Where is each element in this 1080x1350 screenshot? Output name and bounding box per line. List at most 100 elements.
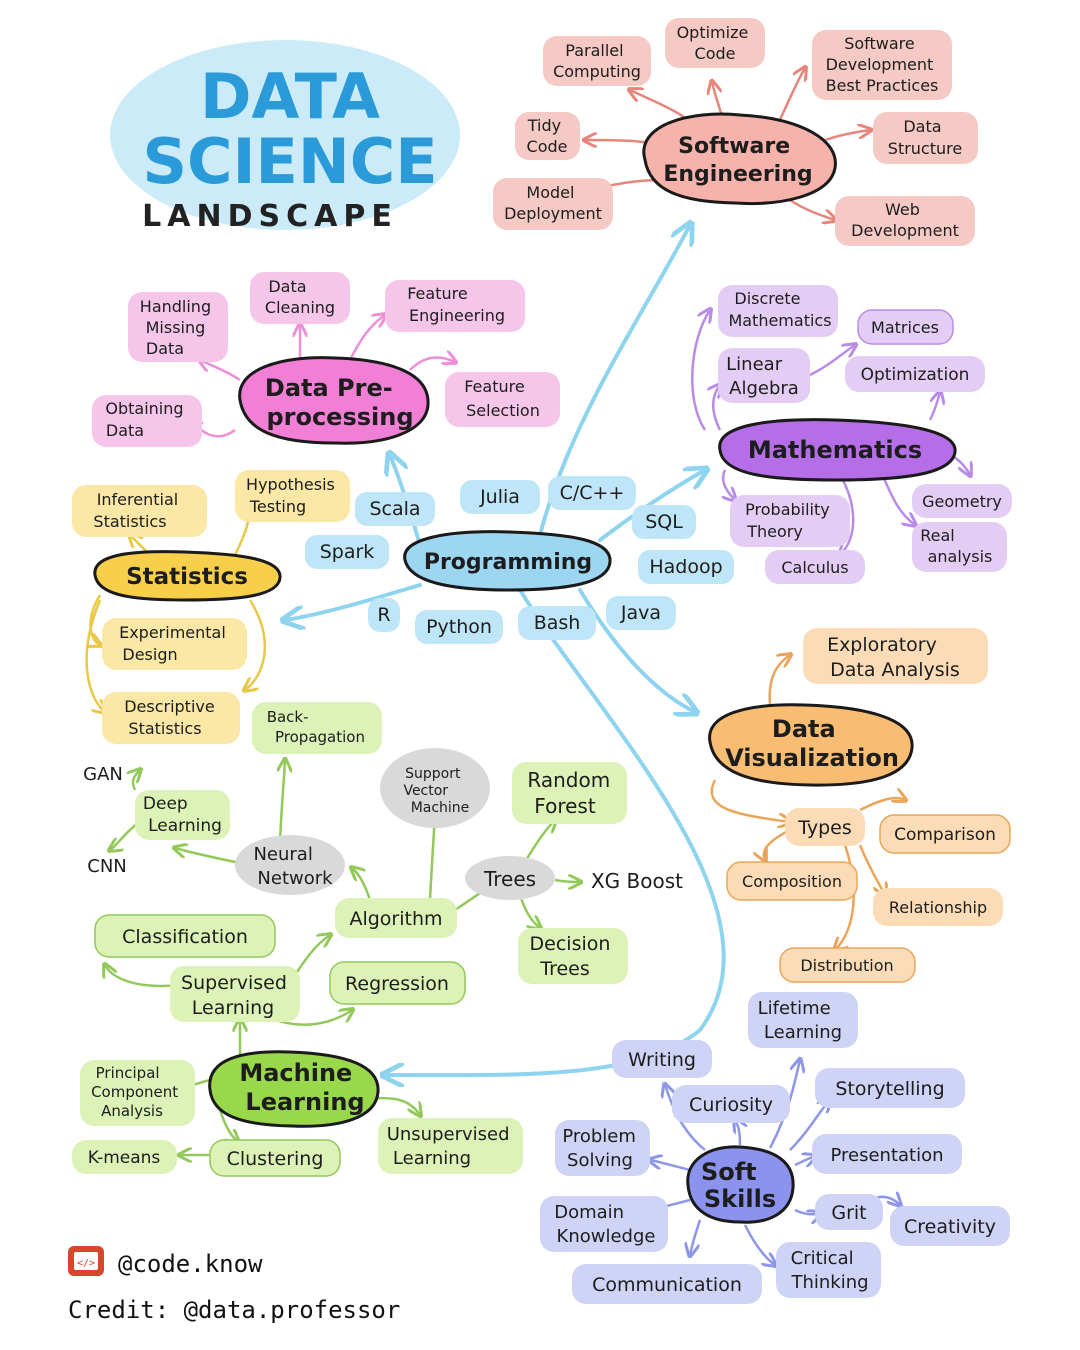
math-hub-shape[interactable] xyxy=(718,418,957,482)
neural-l1: Neural xyxy=(253,844,312,865)
node-decision-trees[interactable]: Decision Trees xyxy=(530,933,617,980)
node-cnn[interactable]: CNN xyxy=(87,856,127,877)
node-probability-theory[interactable]: Probability Theory xyxy=(745,500,835,541)
node-scala[interactable]: Scala xyxy=(369,498,420,520)
node-comparison[interactable]: Comparison xyxy=(894,825,996,845)
node-domain-knowledge[interactable]: Domain Knowledge xyxy=(554,1202,655,1247)
node-obtaining-data[interactable]: Obtaining Data xyxy=(105,399,188,440)
node-supervised-learning[interactable]: Supervised Learning xyxy=(181,972,293,1019)
handle-text[interactable]: @code.know xyxy=(118,1250,263,1278)
node-web-development[interactable]: Web Development xyxy=(851,200,959,240)
node-optimization[interactable]: Optimization xyxy=(861,365,970,385)
cleaning-l1: Data xyxy=(268,277,306,296)
preprocess-hub-shape[interactable] xyxy=(238,356,430,445)
node-distribution[interactable]: Distribution xyxy=(800,956,893,975)
software-hub-shape[interactable] xyxy=(642,112,837,205)
node-problem-solving[interactable]: Problem Solving xyxy=(562,1126,641,1171)
node-handling-missing-data[interactable]: Handling Missing Data xyxy=(140,297,216,358)
node-trees[interactable]: Trees xyxy=(483,867,536,891)
node-bash[interactable]: Bash xyxy=(534,612,581,634)
data-structure-bg xyxy=(873,112,978,164)
unsupervised-bg xyxy=(378,1118,523,1174)
viz-hub-shape[interactable] xyxy=(708,703,914,787)
node-r[interactable]: R xyxy=(377,604,390,626)
pca-l2: Component xyxy=(91,1083,178,1101)
node-best-practices[interactable]: Software Development Best Practices xyxy=(826,34,939,95)
classification-bg xyxy=(94,914,276,958)
svg-text:Data Pre- processing: Data Pre- processing xyxy=(265,374,414,431)
node-composition[interactable]: Composition xyxy=(742,872,842,891)
node-presentation[interactable]: Presentation xyxy=(830,1145,943,1166)
node-inferential-statistics[interactable]: Inferential Statistics xyxy=(93,490,183,531)
node-classification[interactable]: Classification xyxy=(122,926,248,948)
unsupervised-l2: Learning xyxy=(393,1148,471,1169)
node-c-cpp[interactable]: C/C++ xyxy=(560,482,625,504)
node-hadoop[interactable]: Hadoop xyxy=(649,556,722,578)
supervised-l2: Learning xyxy=(192,997,275,1019)
node-feature-engineering[interactable]: Feature Engineering xyxy=(407,284,505,325)
node-discrete-mathematics[interactable]: Discrete Mathematics xyxy=(728,289,831,330)
node-clustering[interactable]: Clustering xyxy=(227,1148,324,1170)
node-data-structure[interactable]: Data Structure xyxy=(888,117,962,158)
node-tidy-code[interactable]: Tidy Code xyxy=(527,116,568,156)
node-xgboost[interactable]: XG Boost xyxy=(591,869,683,893)
node-real-analysis[interactable]: Real analysis xyxy=(920,526,992,566)
node-relationship[interactable]: Relationship xyxy=(889,898,987,917)
node-matrices[interactable]: Matrices xyxy=(871,318,939,337)
node-sql[interactable]: SQL xyxy=(645,511,683,533)
node-python[interactable]: Python xyxy=(426,616,492,638)
node-spark[interactable]: Spark xyxy=(320,541,375,563)
node-back-propagation[interactable]: Back- Propagation xyxy=(267,708,365,746)
grit-bg xyxy=(815,1194,883,1230)
stats-hub-shape[interactable] xyxy=(93,550,282,602)
node-neural-network[interactable]: Neural Network xyxy=(253,844,333,889)
node-model-deployment[interactable]: Model Deployment xyxy=(504,183,602,223)
programming-hub-shape[interactable] xyxy=(403,530,612,592)
ml-hub-shape[interactable] xyxy=(208,1050,380,1128)
node-optimize-code[interactable]: Optimize Code xyxy=(677,23,754,63)
node-random-forest[interactable]: Random Forest xyxy=(527,768,616,818)
node-unsupervised-learning[interactable]: Unsupervised Learning xyxy=(387,1124,516,1169)
node-linear-algebra[interactable]: Linear Algebra xyxy=(726,354,799,399)
soft-hub-shape[interactable] xyxy=(686,1145,795,1224)
node-calculus[interactable]: Calculus xyxy=(781,558,848,577)
node-deep-learning[interactable]: Deep Learning xyxy=(143,794,222,836)
spark-bg xyxy=(305,535,389,569)
node-algorithm[interactable]: Algorithm xyxy=(349,908,442,930)
node-hypothesis-testing[interactable]: Hypothesis Testing xyxy=(246,475,340,516)
communication-bg xyxy=(572,1264,762,1304)
node-geometry[interactable]: Geometry xyxy=(922,492,1002,511)
node-lifetime-learning[interactable]: Lifetime Learning xyxy=(758,998,843,1043)
node-descriptive-statistics[interactable]: Descriptive Statistics xyxy=(124,697,220,738)
node-grit[interactable]: Grit xyxy=(831,1202,866,1224)
node-regression[interactable]: Regression xyxy=(345,973,449,995)
node-eda[interactable]: Exploratory Data Analysis xyxy=(827,634,960,681)
node-gan[interactable]: GAN xyxy=(83,764,123,785)
node-experimental-design[interactable]: Experimental Design xyxy=(119,623,231,664)
descriptive-l2: Statistics xyxy=(128,719,201,738)
parallel-l1: Parallel xyxy=(565,41,623,60)
node-parallel-computing[interactable]: Parallel Computing xyxy=(553,41,641,81)
node-storytelling[interactable]: Storytelling xyxy=(835,1078,944,1100)
node-pca[interactable]: Principal Component Analysis xyxy=(91,1064,183,1120)
node-writing[interactable]: Writing xyxy=(628,1049,696,1071)
soft-nodes: Soft Skills Lifetime Learning Writing Cu… xyxy=(540,992,1010,1304)
node-curiosity[interactable]: Curiosity xyxy=(689,1094,773,1116)
node-feature-selection[interactable]: Feature Selection xyxy=(464,377,540,420)
node-java[interactable]: Java xyxy=(620,602,661,624)
ml-hub-l1: Machine xyxy=(239,1059,352,1087)
tidy-bg xyxy=(515,112,580,160)
unsupervised-l1: Unsupervised xyxy=(387,1124,510,1145)
node-kmeans[interactable]: K-means xyxy=(88,1148,161,1168)
node-creativity[interactable]: Creativity xyxy=(904,1216,996,1238)
problem-l2: Solving xyxy=(567,1150,633,1171)
node-types[interactable]: Types xyxy=(797,817,852,839)
node-support-vector-machine[interactable]: Support Vector Machine xyxy=(403,766,469,816)
node-critical-thinking[interactable]: Critical Thinking xyxy=(790,1248,868,1293)
node-julia[interactable]: Julia xyxy=(479,486,520,508)
node-communication[interactable]: Communication xyxy=(592,1274,742,1296)
math-hub-label: Mathematics xyxy=(748,436,922,464)
node-data-cleaning[interactable]: Data Cleaning xyxy=(265,277,335,317)
soft-hub-l1: Soft xyxy=(701,1158,757,1186)
title-line-1: DATA xyxy=(200,60,380,133)
